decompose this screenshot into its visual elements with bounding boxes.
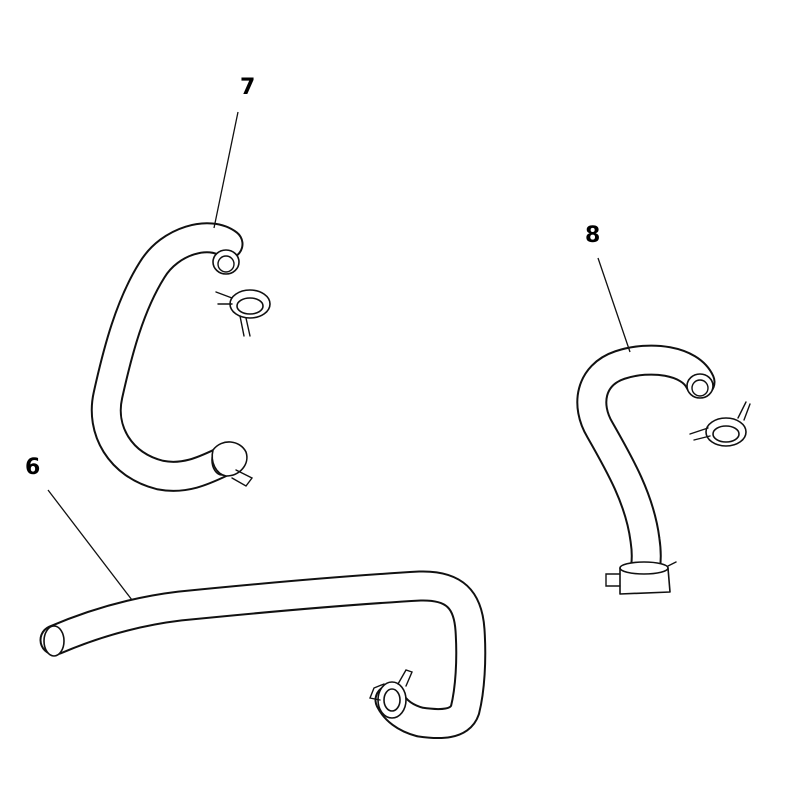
callout-label-6: 6 [25, 455, 41, 480]
callout-label-8: 8 [585, 223, 601, 248]
callout-label-7: 7 [240, 75, 256, 100]
leader-line-7 [213, 111, 239, 229]
clamp-icon [215, 289, 271, 337]
clamp-icon [605, 561, 677, 595]
leader-line-8 [597, 257, 631, 353]
leader-line-6 [47, 489, 133, 601]
clamp-icon [689, 401, 751, 447]
clamp-icon [369, 669, 413, 719]
clamp-icon [211, 441, 254, 487]
hose-7 [90, 222, 244, 492]
hose-8 [576, 344, 716, 594]
hose-6 [39, 570, 487, 739]
